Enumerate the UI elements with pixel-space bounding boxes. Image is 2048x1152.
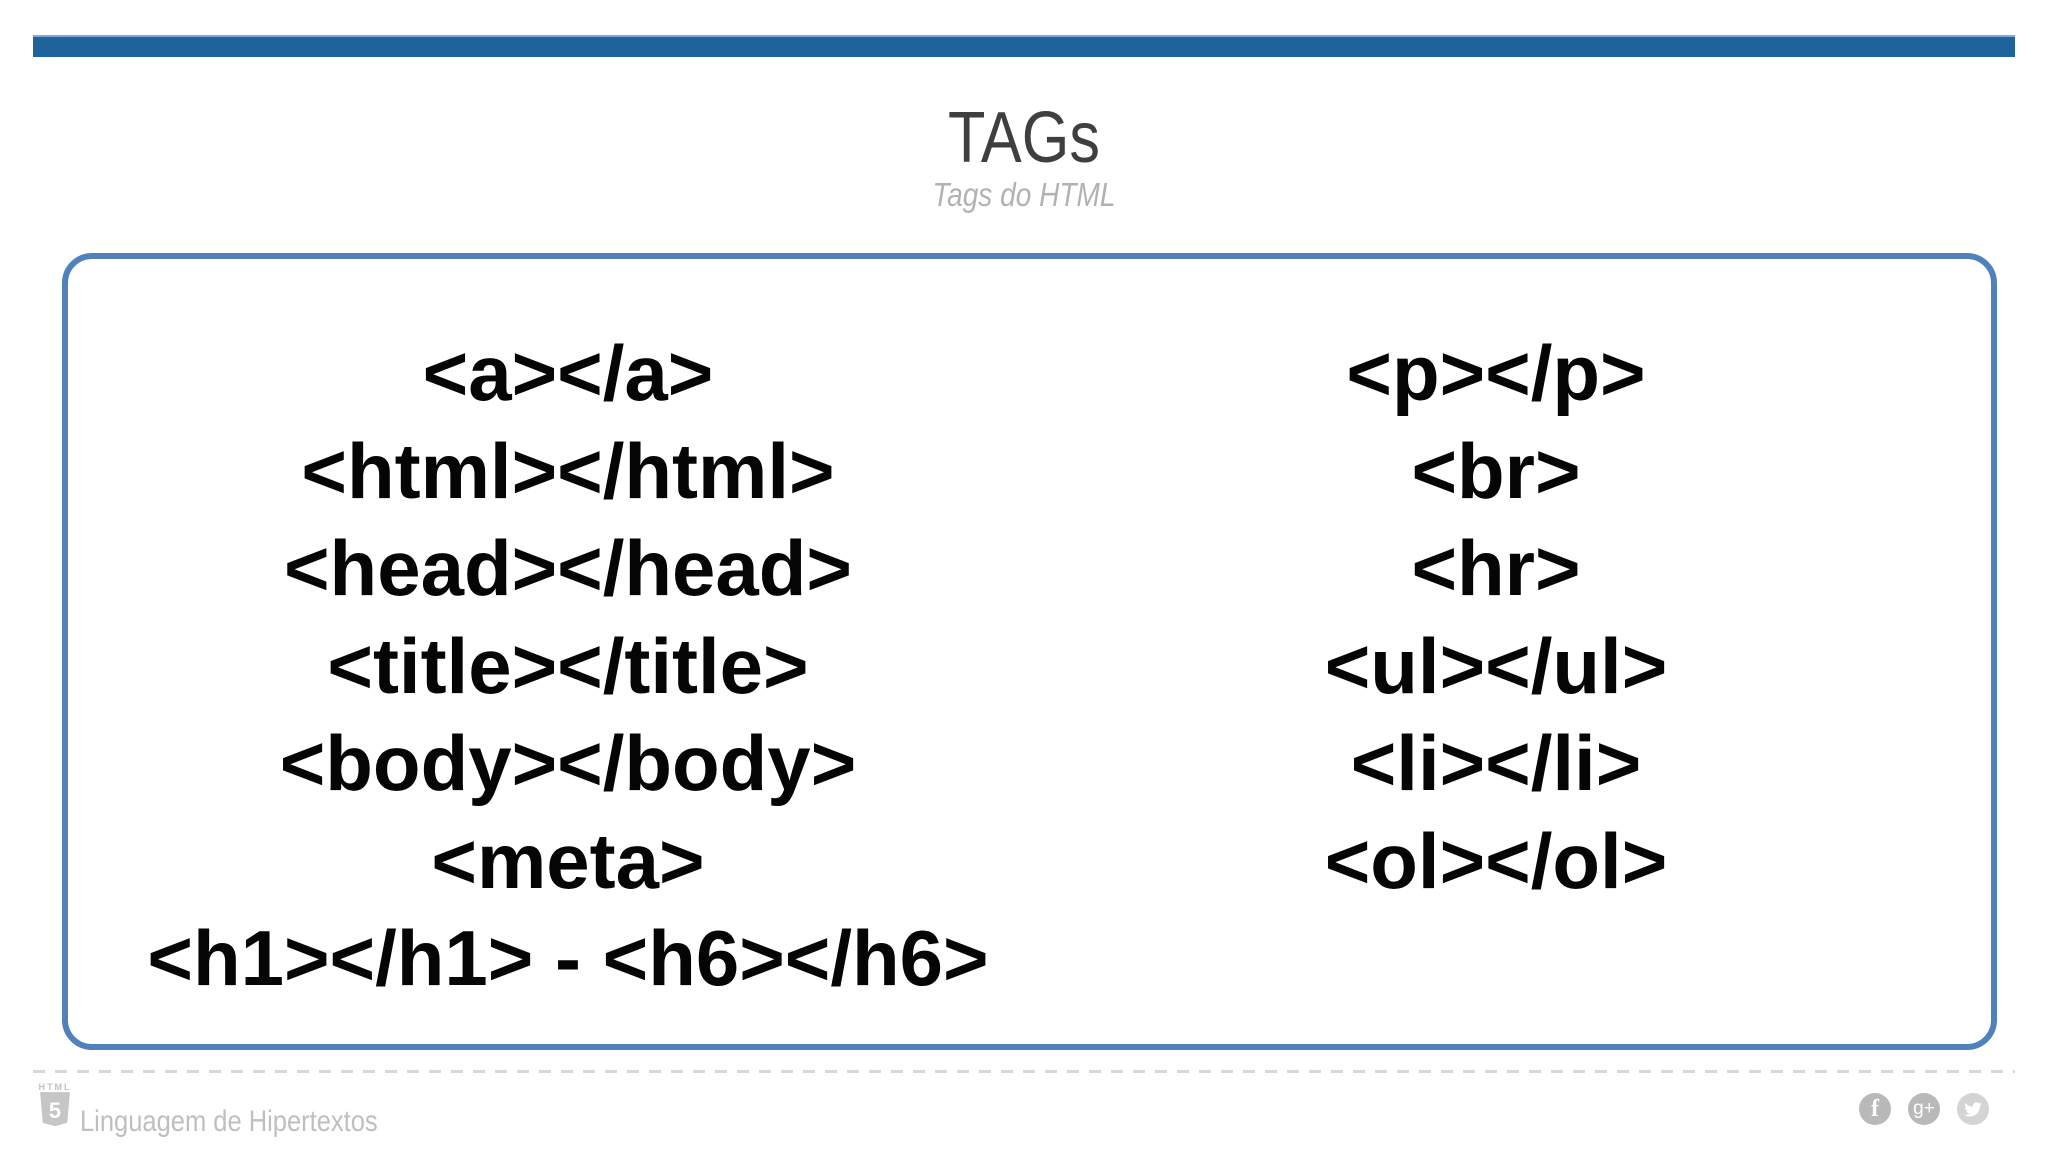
tag-item: <hr>	[1411, 524, 1581, 612]
twitter-bird-icon	[1964, 1102, 1982, 1117]
footer-divider	[33, 1070, 2015, 1073]
html5-logo-wordmark: HTML	[38, 1082, 72, 1092]
tag-item: <p></p>	[1346, 329, 1646, 417]
tag-item: <body></body>	[279, 719, 857, 807]
tag-item: <head></head>	[284, 524, 852, 612]
tag-item: <br>	[1411, 426, 1581, 515]
tag-item: <a></a>	[422, 329, 714, 417]
tag-item: <ol></ol>	[1324, 816, 1668, 905]
slide-subtitle: Tags do HTML	[932, 176, 1116, 213]
tags-box: <a></a> <html></html> <head></head> <tit…	[62, 253, 1997, 1050]
social-icons: f g+	[1859, 1093, 1989, 1125]
html5-logo-number: 5	[49, 1098, 61, 1123]
facebook-icon[interactable]: f	[1859, 1093, 1891, 1125]
google-plus-icon[interactable]: g+	[1908, 1093, 1940, 1125]
html5-logo-icon: HTML 5	[38, 1082, 72, 1135]
tag-item: <meta>	[431, 816, 705, 905]
slide-title: TAGs	[948, 98, 1100, 178]
tag-item: <li></li>	[1350, 719, 1642, 807]
top-accent-bar	[33, 35, 2015, 57]
html5-shield-icon: 5	[40, 1092, 70, 1127]
tag-item: <ul></ul>	[1324, 621, 1668, 710]
twitter-icon[interactable]	[1957, 1093, 1989, 1125]
footer-text: Linguagem de Hipertextos	[80, 1105, 378, 1138]
tag-item: <h1></h1> - <h6></h6>	[147, 914, 989, 1002]
tag-item: <title></title>	[327, 621, 809, 710]
tags-column-right: <p></p> <br> <hr> <ul></ul> <li></li> <o…	[1196, 325, 1796, 910]
tags-column-left: <a></a> <html></html> <head></head> <tit…	[68, 325, 1068, 1008]
tag-item: <html></html>	[301, 426, 835, 515]
